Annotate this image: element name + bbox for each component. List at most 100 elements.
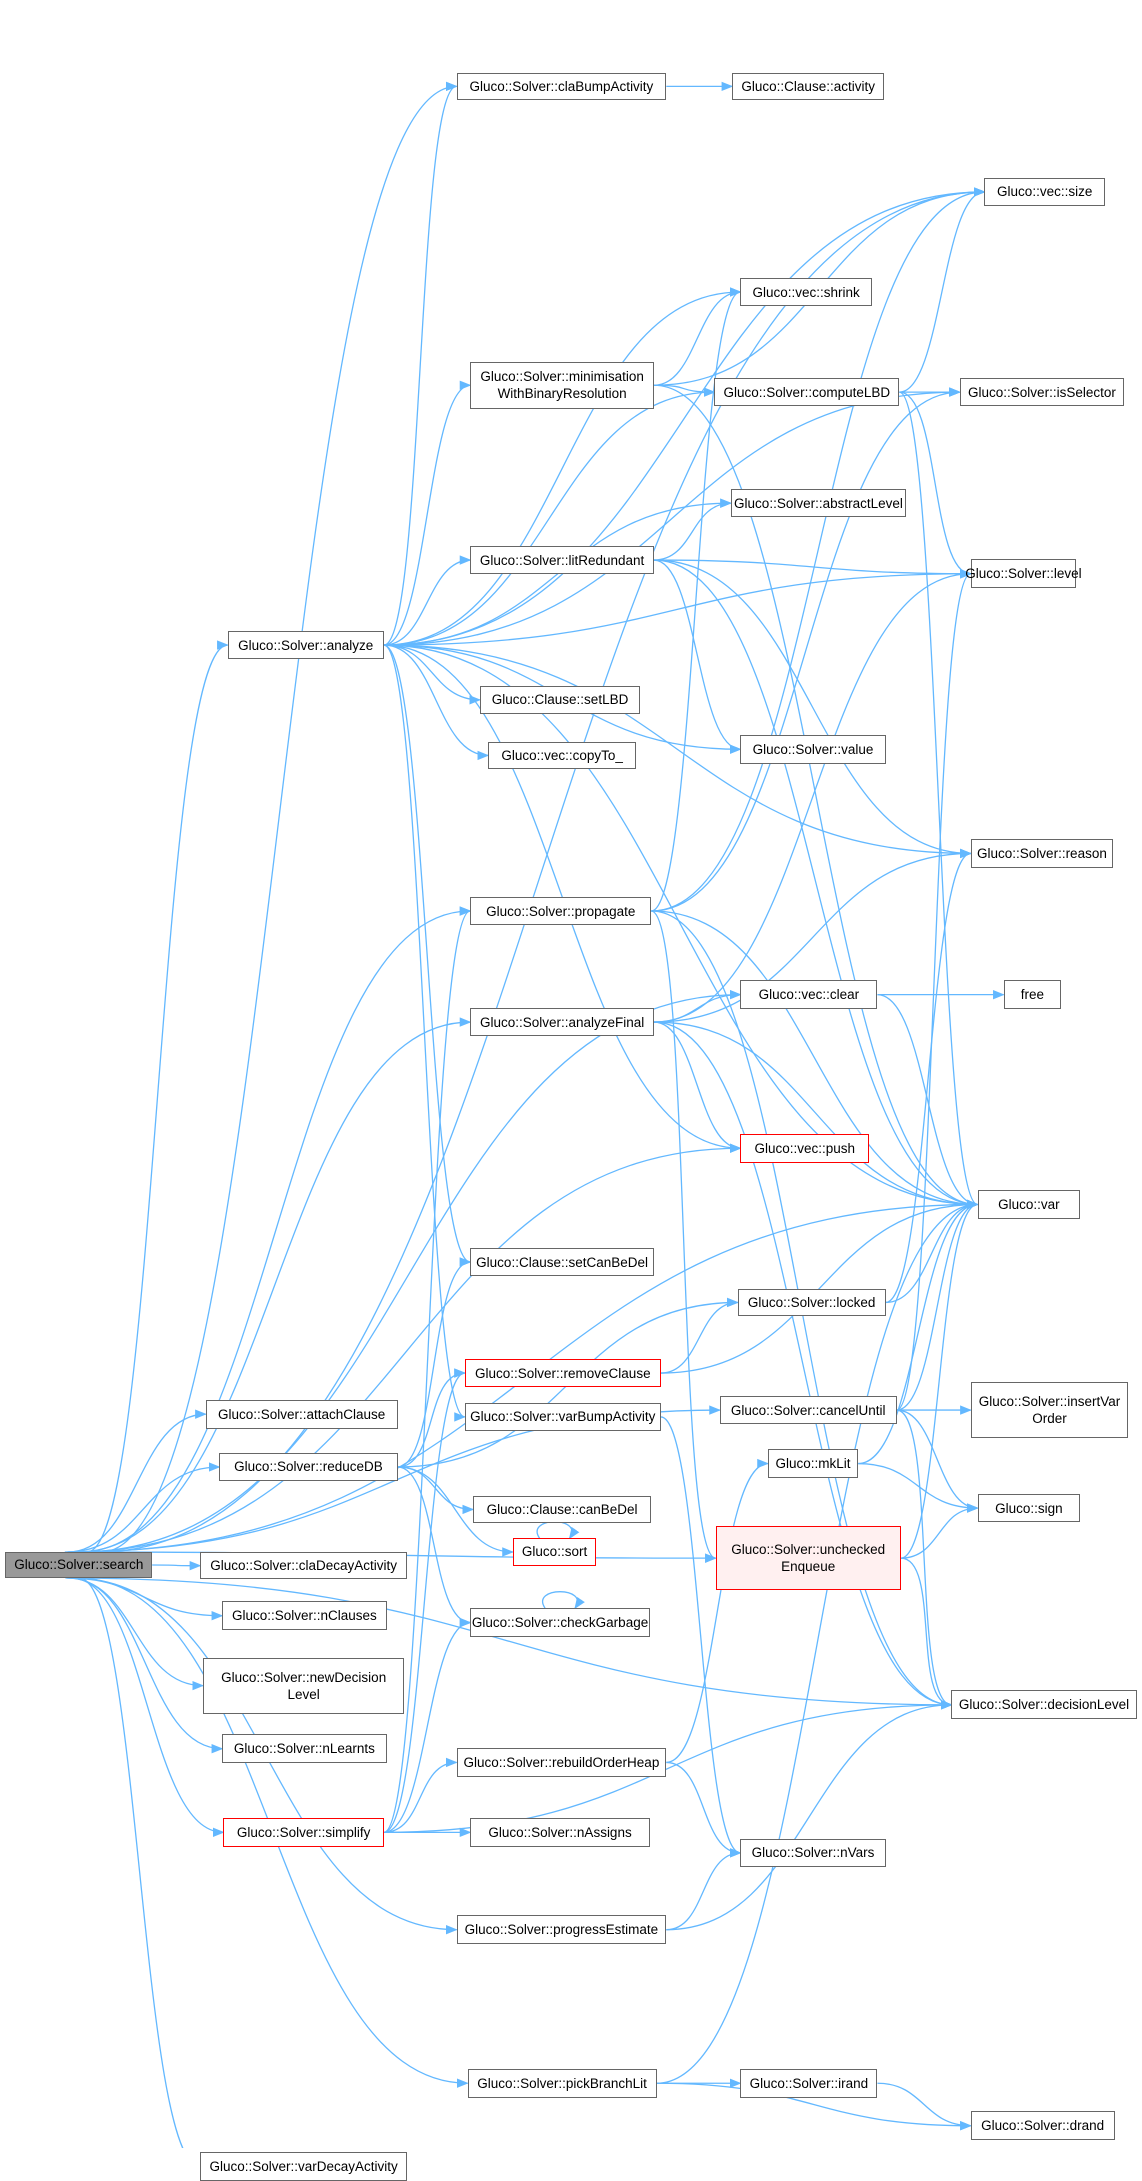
edge-analyze-to-computeLBD (383, 387, 716, 646)
edge-locked-to-var (885, 1199, 979, 1304)
node-free[interactable]: free (1003, 980, 1062, 1010)
node-progress-estimate[interactable]: Gluco::Solver::progressEstimate (456, 1915, 667, 1945)
edge-litRedundant-to-value (653, 559, 742, 754)
node-set-can-be-del[interactable]: Gluco::Clause::setCanBeDel (470, 1247, 654, 1277)
edge-search-to-decisionLevel (67, 1577, 953, 1710)
node-mk-lit[interactable]: Gluco::mkLit (767, 1449, 859, 1478)
edge-mkLit-to-sign (858, 1462, 979, 1513)
node-analyze[interactable]: Gluco::Solver::analyze (227, 630, 384, 660)
edge-checkGarbage-to-checkGarbage (542, 1591, 585, 1610)
node-check-garbage[interactable]: Gluco::Solver::checkGarbage (470, 1608, 650, 1637)
edge-simplify-to-rebuildOrderHeap (383, 1757, 458, 1833)
edge-analyze-to-varBumpActivity (383, 644, 466, 1422)
node-unchecked-enqueue[interactable]: Gluco::Solver::unchecked Enqueue (715, 1525, 901, 1591)
edge-rebuildOrderHeap-to-mkLit (666, 1458, 769, 1764)
edge-analyze-to-litRedundant (383, 555, 472, 646)
node-copy-to[interactable]: Gluco::vec::copyTo_ (488, 741, 637, 770)
edge-progressEstimate-to-nVars (666, 1848, 742, 1931)
node-compute-l-b-d[interactable]: Gluco::Solver::computeLBD (714, 378, 900, 406)
node-activity[interactable]: Gluco::Clause::activity (732, 72, 885, 101)
node-value[interactable]: Gluco::Solver::value (740, 734, 886, 764)
edge-search-to-analyzeFinal (77, 1017, 472, 1553)
node-n-clauses[interactable]: Gluco::Solver::nClauses (222, 1601, 387, 1631)
node-set-l-b-d[interactable]: Gluco::Clause::setLBD (479, 685, 641, 715)
edge-removeClause-to-locked (660, 1297, 739, 1374)
edge-uncheckedEnqueue-to-var (900, 1199, 979, 1559)
node-var-bump-activity[interactable]: Gluco::Solver::varBumpActivity (464, 1402, 661, 1432)
edge-litRedundant-to-level (653, 559, 972, 579)
node-level[interactable]: Gluco::Solver::level (965, 559, 1082, 589)
node-n-assigns[interactable]: Gluco::Solver::nAssigns (470, 1817, 650, 1847)
node-pick-branch-lit[interactable]: Gluco::Solver::pickBranchLit (467, 2068, 657, 2098)
node-lit-redundant[interactable]: Gluco::Solver::litRedundant (470, 545, 654, 575)
node-reduce-d-b[interactable]: Gluco::Solver::reduceDB (219, 1453, 398, 1481)
edge-cancelUntil-to-var (896, 1199, 979, 1411)
node-var-decay-activity[interactable]: Gluco::Solver::varDecayActivity (200, 2152, 408, 2181)
node-decision-level[interactable]: Gluco::Solver::decisionLevel (951, 1690, 1137, 1720)
edge-search-to-analyze (87, 640, 229, 1553)
edge-computeLBD-to-level (899, 391, 972, 579)
node-minimisation[interactable]: Gluco::Solver::minimisation WithBinaryRe… (470, 361, 654, 409)
edge-cancelUntil-to-decisionLevel (896, 1409, 953, 1710)
edge-simplify-to-checkGarbage (383, 1617, 472, 1833)
edge-mkLit-to-var (858, 1199, 979, 1465)
node-irand[interactable]: Gluco::Solver::irand (740, 2068, 878, 2098)
node-analyze-final[interactable]: Gluco::Solver::analyzeFinal (470, 1007, 654, 1037)
edge-analyzeFinal-to-reason (653, 848, 972, 1023)
node-n-learnts[interactable]: Gluco::Solver::nLearnts (222, 1734, 387, 1764)
node-n-vars[interactable]: Gluco::Solver::nVars (740, 1838, 886, 1868)
edge-simplify-to-removeClause (383, 1368, 466, 1833)
node-attach-clause[interactable]: Gluco::Solver::attachClause (205, 1399, 398, 1429)
edge-computeLBD-to-size (899, 187, 986, 393)
edge-search-to-claDecayActivity (152, 1560, 202, 1571)
node-rebuild-order-heap[interactable]: Gluco::Solver::rebuildOrderHeap (456, 1748, 667, 1777)
edge-search-to-attachClause (67, 1409, 207, 1553)
node-cla-decay-activity[interactable]: Gluco::Solver::claDecayActivity (200, 1551, 408, 1580)
edge-analyze-to-setLBD (383, 644, 482, 705)
edge-analyzeFinal-to-var (653, 1021, 979, 1210)
node-cancel-until[interactable]: Gluco::Solver::cancelUntil (719, 1395, 897, 1425)
edge-propagate-to-isSelector (651, 387, 961, 912)
edge-search-to-simplify (70, 1577, 225, 1837)
node-insert-var-order[interactable]: Gluco::Solver::insertVar Order (970, 1381, 1129, 1439)
edge-analyze-to-var (383, 644, 979, 1210)
node-propagate[interactable]: Gluco::Solver::propagate (470, 896, 652, 926)
edge-analyze-to-isSelector (383, 387, 961, 646)
edge-search-to-propagate (80, 906, 472, 1553)
node-sign[interactable]: Gluco::sign (977, 1494, 1081, 1522)
edge-minimisation-to-var (653, 384, 979, 1210)
node-search[interactable]: Gluco::Solver::search (5, 1551, 153, 1579)
node-can-be-del[interactable]: Gluco::Clause::canBeDel (472, 1495, 652, 1524)
edge-clear-to-var (877, 994, 979, 1210)
node-size[interactable]: Gluco::vec::size (984, 178, 1106, 206)
edge-propagate-to-uncheckedEnqueue (650, 910, 717, 1563)
edge-pickBranchLit-to-drand (656, 2082, 972, 2131)
edge-analyze-to-claBumpActivity (383, 81, 458, 646)
node-remove-clause[interactable]: Gluco::Solver::removeClause (464, 1358, 661, 1388)
edge-reduceDB-to-setCanBeDel (397, 1257, 472, 1468)
edge-analyze-to-shrink (383, 287, 742, 646)
node-push[interactable]: Gluco::vec::push (740, 1133, 870, 1163)
node-new-decision-level[interactable]: Gluco::Solver::newDecision Level (202, 1657, 405, 1714)
edge-analyze-to-reason (383, 644, 972, 859)
edge-progressEstimate-to-decisionLevel (666, 1700, 953, 1931)
edge-search-to-varDecayActivity (79, 1577, 184, 2148)
node-reason[interactable]: Gluco::Solver::reason (970, 839, 1114, 868)
edge-litRedundant-to-abstractLevel (653, 498, 732, 561)
node-simplify[interactable]: Gluco::Solver::simplify (223, 1817, 384, 1847)
edge-computeLBD-to-var (899, 391, 979, 1209)
node-clear[interactable]: Gluco::vec::clear (740, 980, 878, 1010)
node-shrink[interactable]: Gluco::vec::shrink (740, 278, 872, 306)
node-var[interactable]: Gluco::var (977, 1190, 1081, 1219)
node-locked[interactable]: Gluco::Solver::locked (737, 1288, 886, 1317)
node-abstract-level[interactable]: Gluco::Solver::abstractLevel (730, 489, 907, 517)
edge-pickBranchLit-to-var (656, 1199, 979, 2084)
edge-minimisation-to-shrink (653, 287, 742, 386)
node-is-selector[interactable]: Gluco::Solver::isSelector (959, 378, 1125, 406)
edge-reduceDB-to-checkGarbage (397, 1466, 472, 1628)
node-sort[interactable]: Gluco::sort (512, 1538, 597, 1566)
node-cla-bump-activity[interactable]: Gluco::Solver::claBumpActivity (456, 72, 667, 101)
node-drand[interactable]: Gluco::Solver::drand (970, 2111, 1115, 2141)
edge-search-to-cancelUntil (68, 1405, 721, 1553)
